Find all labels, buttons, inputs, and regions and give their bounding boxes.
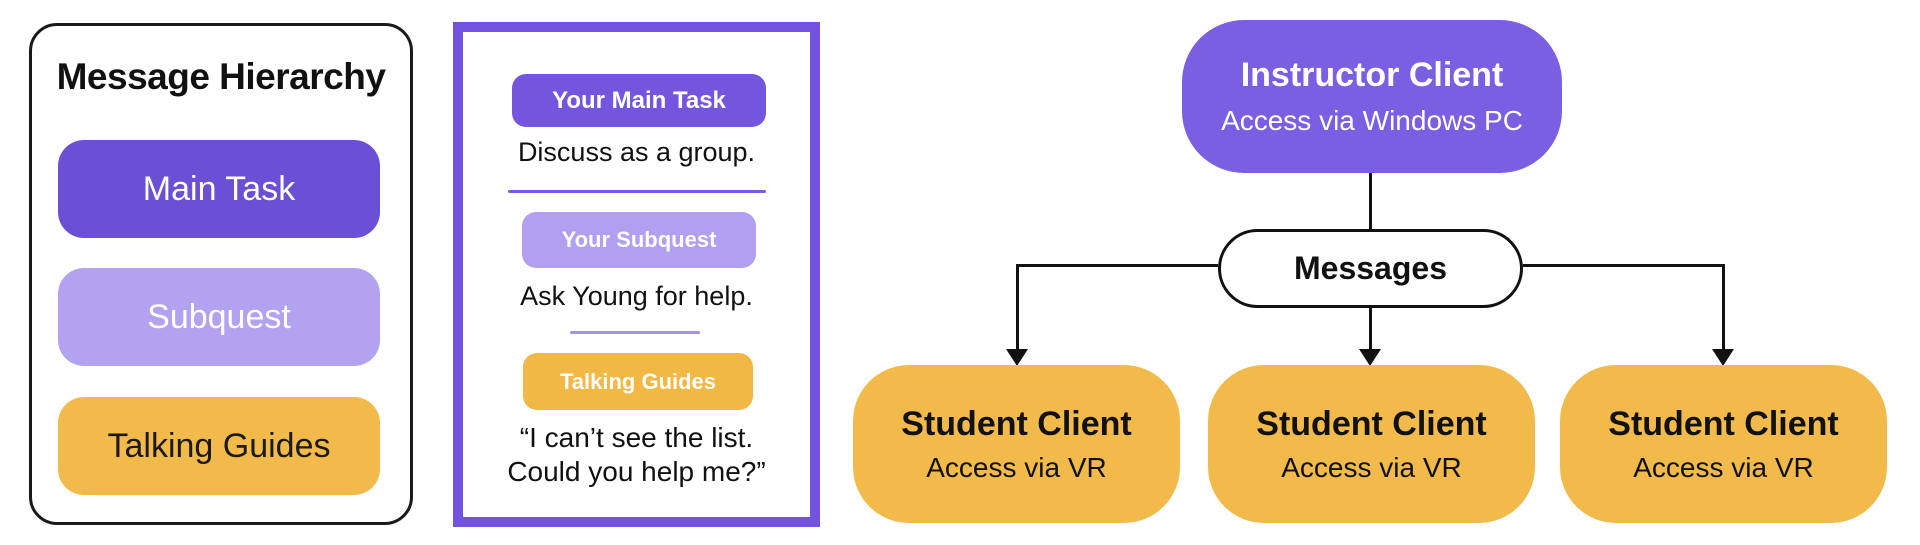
instructor-client-subtitle: Access via Windows PC: [1221, 105, 1523, 136]
student-client-1-subtitle: Access via VR: [926, 451, 1107, 483]
messages-hub-node: Messages: [1218, 229, 1523, 308]
hierarchy-level-main-task: Main Task: [58, 140, 380, 238]
hierarchy-level-main-task-label: Main Task: [142, 169, 296, 208]
talking-guides-quote-line-2: Could you help me?”: [507, 456, 766, 487]
arrowhead-student-1: [1006, 349, 1028, 366]
hierarchy-level-talking-guides: Talking Guides: [58, 397, 380, 495]
example-caption-subquest: Ask Young for help.: [520, 281, 753, 311]
hierarchy-level-talking-guides-label: Talking Guides: [107, 426, 331, 465]
arrowhead-student-2: [1359, 349, 1381, 366]
connector-messages-to-student-3-vertical: [1722, 264, 1725, 350]
example-badge-subquest: Your Subquest: [522, 212, 756, 268]
example-badge-talking-guides: Talking Guides: [523, 353, 753, 410]
example-caption-talking-guides: “I can’t see the list. Could you help me…: [463, 421, 810, 489]
example-badge-talking-guides-label: Talking Guides: [559, 368, 717, 394]
student-client-3-title: Student Client: [1608, 404, 1839, 443]
example-divider-2: [570, 331, 700, 334]
talking-guides-quote-line-1: “I can’t see the list.: [519, 422, 754, 453]
example-caption-main-task: Discuss as a group.: [517, 137, 756, 167]
instructor-client-node: Instructor Client Access via Windows PC: [1182, 20, 1562, 173]
student-client-3-subtitle: Access via VR: [1633, 451, 1814, 483]
message-hierarchy-panel: Message Hierarchy Main Task Subquest Tal…: [29, 23, 413, 525]
connector-messages-to-student-1-vertical: [1016, 264, 1019, 350]
connector-messages-to-student-1-horizontal: [1016, 264, 1218, 267]
messages-hub-label: Messages: [1294, 250, 1447, 286]
connector-messages-to-student-2-vertical: [1369, 308, 1372, 350]
example-badge-subquest-label: Your Subquest: [561, 227, 717, 252]
student-client-2-subtitle: Access via VR: [1281, 451, 1462, 483]
hierarchy-level-subquest: Subquest: [58, 268, 380, 366]
student-client-2-title: Student Client: [1256, 404, 1487, 443]
hierarchy-level-subquest-label: Subquest: [147, 297, 291, 336]
student-client-node-3: Student Client Access via VR: [1560, 365, 1887, 523]
connector-instructor-to-messages: [1369, 173, 1372, 231]
student-client-1-title: Student Client: [901, 404, 1132, 443]
connector-messages-to-student-3-horizontal: [1523, 264, 1725, 267]
example-badge-main-task: Your Main Task: [512, 74, 766, 127]
instructor-client-title: Instructor Client: [1240, 56, 1504, 94]
example-divider-1: [508, 190, 766, 193]
student-client-node-1: Student Client Access via VR: [853, 365, 1180, 523]
example-badge-main-task-label: Your Main Task: [552, 86, 726, 114]
student-client-node-2: Student Client Access via VR: [1208, 365, 1535, 523]
arrowhead-student-3: [1712, 349, 1734, 366]
message-hierarchy-title: Message Hierarchy: [56, 56, 386, 97]
message-examples-panel: Your Main Task Discuss as a group. Your …: [453, 22, 820, 527]
